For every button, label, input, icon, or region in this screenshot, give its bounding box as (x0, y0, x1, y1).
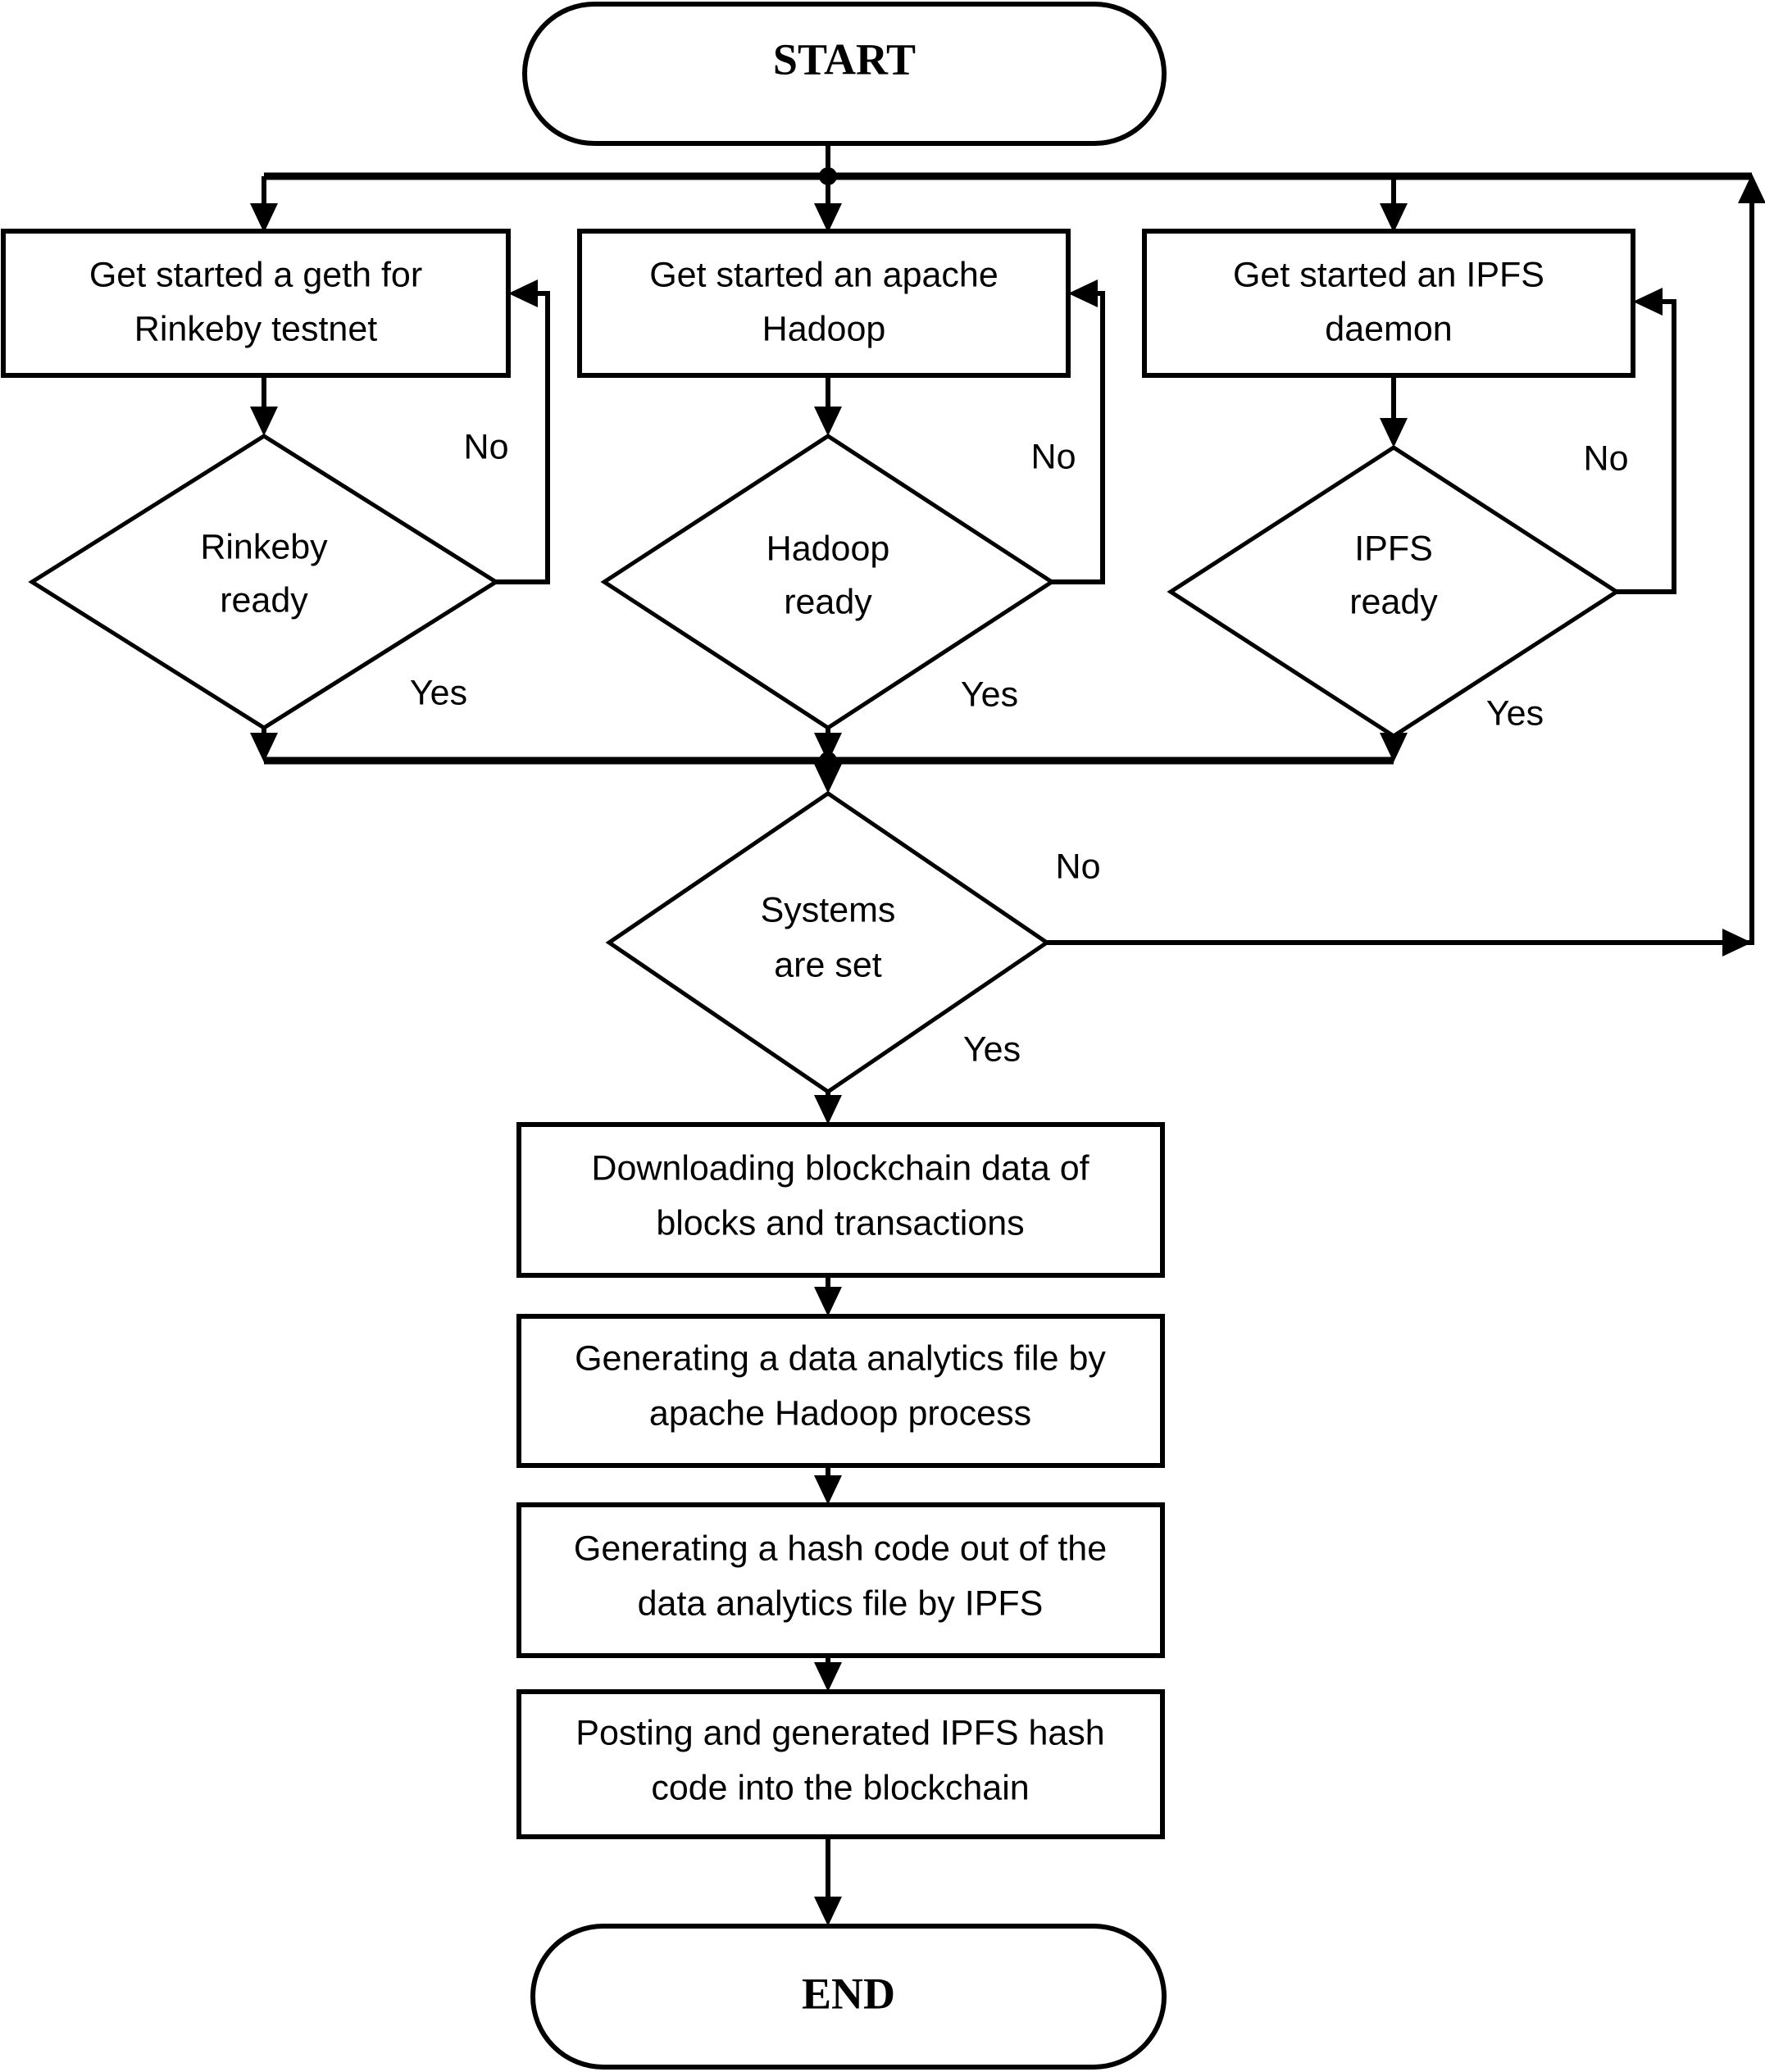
arrowhead-hadoop-yes (814, 733, 842, 762)
start-terminator-shape (522, 2, 1167, 146)
download-label-line1: Downloading blockchain data of (591, 1148, 1089, 1188)
ipfs-ready-diamond-shape (1167, 445, 1621, 738)
download-label-line2: blocks and transactions (656, 1203, 1024, 1243)
arrowhead-hadoop-to-ready (814, 407, 842, 436)
node-ipfs[interactable]: Get started an IPFS daemon (1142, 229, 1635, 378)
arrowhead-hashcode-to-posting (814, 1662, 842, 1692)
arrowhead-rinkeby-yes (250, 733, 278, 762)
systems-set-label-line2: are set (774, 945, 882, 984)
arrowhead-bar-to-hadoop (814, 203, 842, 233)
arrowhead-geth-to-rinkeby (250, 407, 278, 436)
hashcode-label-line1: Generating a hash code out of the (574, 1529, 1107, 1568)
download-box-shape (516, 1122, 1165, 1278)
node-posting[interactable]: Posting and generated IPFS hash code int… (516, 1689, 1165, 1839)
hadoop-ready-diamond-shape (600, 434, 1056, 730)
node-rinkeby-ready[interactable]: Rinkeby ready (28, 434, 500, 730)
end-label: END (802, 1969, 895, 2018)
arrowhead-posting-to-end (814, 1897, 842, 1926)
edge-ipfs-no-loop (1617, 299, 1676, 594)
geth-box-shape (1, 229, 511, 378)
arrowhead-systems-no-return (1738, 174, 1765, 203)
node-end[interactable]: END (530, 1924, 1167, 2070)
hashcode-box-shape (516, 1502, 1165, 1658)
hadoop-label-line2: Hadoop (762, 309, 886, 348)
arrowhead-bar-to-ipfs (1380, 203, 1408, 233)
arrowhead-rinkeby-no (508, 279, 538, 307)
node-geth[interactable]: Get started a geth for Rinkeby testnet (1, 229, 511, 378)
hashcode-label-line2: data analytics file by IPFS (638, 1584, 1044, 1623)
systems-set-label-line1: Systems (761, 890, 896, 929)
analytics-label-line1: Generating a data analytics file by (575, 1338, 1106, 1378)
ipfs-label-line1: Get started an IPFS (1233, 255, 1544, 294)
edge-label-systems-no: No (1056, 847, 1101, 886)
edge-label-rinkeby-no: No (464, 427, 509, 466)
edge-label-hadoop-no: No (1031, 437, 1076, 476)
posting-label-line1: Posting and generated IPFS hash (575, 1713, 1104, 1752)
arrowhead-ipfs-to-ready (1380, 418, 1408, 448)
node-hashcode[interactable]: Generating a hash code out of the data a… (516, 1502, 1165, 1658)
geth-label-line2: Rinkeby testnet (134, 309, 377, 348)
hadoop-label-line1: Get started an apache (649, 255, 998, 294)
edge-label-ipfs-yes: Yes (1486, 693, 1544, 733)
edge-label-systems-yes: Yes (963, 1029, 1021, 1069)
ipfs-label-line2: daemon (1325, 309, 1452, 348)
ipfs-ready-label-line2: ready (1349, 582, 1438, 621)
edge-label-rinkeby-yes: Yes (410, 673, 467, 712)
node-start[interactable]: START (522, 2, 1167, 146)
hadoop-box-shape (577, 229, 1071, 378)
analytics-label-line2: apache Hadoop process (649, 1393, 1031, 1433)
edge-label-ipfs-no: No (1584, 438, 1629, 478)
rinkeby-ready-label-line2: ready (220, 580, 308, 620)
node-analytics[interactable]: Generating a data analytics file by apac… (516, 1314, 1165, 1468)
posting-box-shape (516, 1689, 1165, 1839)
node-systems-set[interactable]: Systems are set (605, 790, 1051, 1095)
analytics-box-shape (516, 1314, 1165, 1468)
node-download[interactable]: Downloading blockchain data of blocks an… (516, 1122, 1165, 1278)
arrowhead-analytics-to-hashcode (814, 1475, 842, 1505)
node-hadoop[interactable]: Get started an apache Hadoop (577, 229, 1071, 378)
edge-label-hadoop-yes: Yes (961, 675, 1018, 714)
edge-rinkeby-no-loop (496, 291, 550, 584)
arrowhead-bar-to-geth (250, 203, 278, 233)
rinkeby-ready-diamond-shape (28, 434, 500, 730)
arrowhead-download-to-analytics (814, 1287, 842, 1316)
arrowhead-systems-yes (814, 1095, 842, 1125)
geth-label-line1: Get started a geth for (89, 255, 422, 294)
end-terminator-shape (530, 1924, 1167, 2070)
ipfs-ready-label-line1: IPFS (1354, 529, 1433, 568)
arrowhead-merge-to-systems (814, 764, 842, 793)
ipfs-box-shape (1142, 229, 1635, 378)
start-label: START (773, 34, 916, 84)
node-ipfs-ready[interactable]: IPFS ready (1167, 445, 1621, 738)
hadoop-ready-label-line1: Hadoop (767, 529, 890, 568)
arrowhead-hadoop-no (1068, 279, 1098, 307)
arrowhead-ipfs-no (1633, 288, 1663, 316)
posting-label-line2: code into the blockchain (651, 1768, 1029, 1807)
hadoop-ready-label-line2: ready (784, 582, 872, 621)
arrowhead-ipfs-yes (1380, 733, 1408, 762)
arrowhead-systems-no-corner (1722, 929, 1752, 956)
node-hadoop-ready[interactable]: Hadoop ready (600, 434, 1056, 730)
rinkeby-ready-label-line1: Rinkeby (200, 527, 328, 566)
systems-set-diamond-shape (605, 790, 1051, 1095)
